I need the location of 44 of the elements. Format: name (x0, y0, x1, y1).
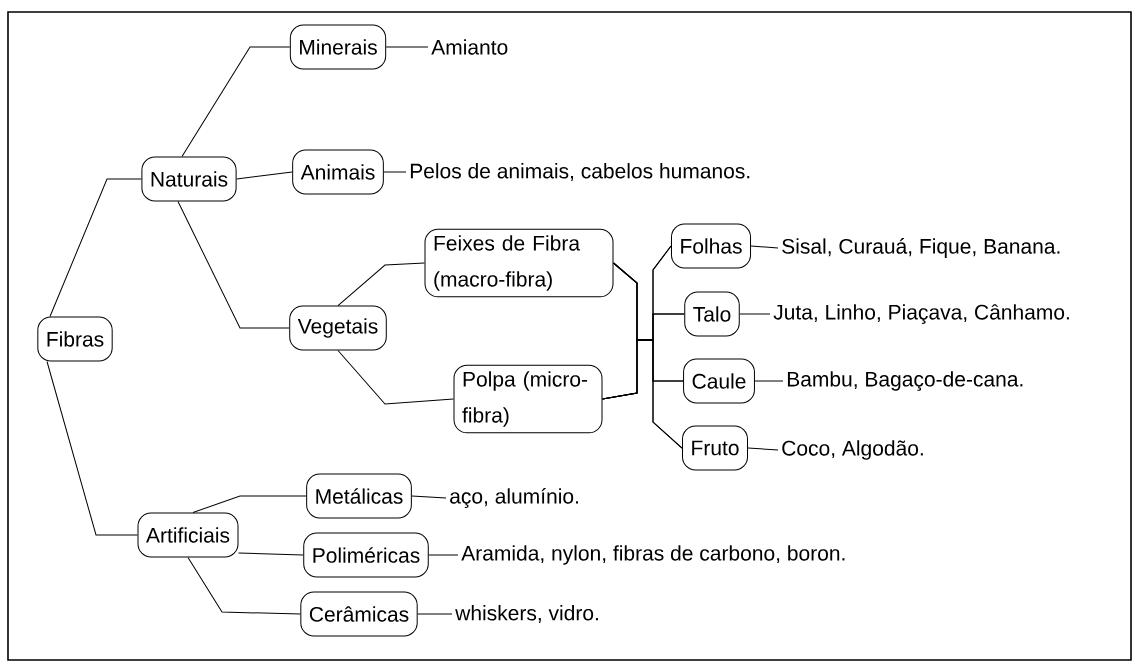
category-box: Poliméricas (303, 532, 429, 578)
connector-line (754, 380, 784, 382)
example-text: Coco, Algodão. (782, 440, 923, 460)
example-text: aço, alumínio. (450, 488, 578, 508)
example-text: Pelos de animais, cabelos humanos. (410, 163, 750, 181)
category-box: Naturais (141, 156, 237, 202)
connector-line (411, 495, 447, 499)
category-box: Fibras (37, 316, 113, 362)
connector-line (428, 554, 459, 556)
connector-line (187, 557, 301, 615)
category-box: Minerais (289, 24, 387, 70)
connector-line (417, 613, 453, 615)
category-box: Vegetais (289, 305, 387, 351)
category-box: Cerâmicas (300, 591, 418, 637)
connector-line (236, 171, 293, 180)
connector-line (750, 245, 779, 249)
category-box: Folhas (671, 223, 751, 269)
category-box: Animais (292, 149, 384, 195)
connector-line (49, 178, 142, 317)
connector-line (46, 361, 138, 536)
connector-line (337, 262, 425, 306)
connector-line (181, 46, 291, 157)
category-box: Fruto (682, 425, 748, 471)
category-box: Feixes de Fibra (macro-fibra) (424, 228, 614, 298)
example-text: whiskers, vidro. (455, 605, 598, 623)
example-text: Juta, Linho, Piaçava, Cânhamo. (773, 304, 1069, 324)
category-box: Talo (684, 291, 740, 337)
connector-line (739, 313, 771, 315)
example-text: Amianto (431, 39, 508, 55)
example-text: Aramida, nylon, fibras de carbono, boron. (461, 545, 845, 565)
connector-line (177, 201, 290, 329)
connector-line (337, 350, 454, 405)
connector-line (602, 339, 683, 449)
category-box: Caule (683, 358, 755, 404)
connector-line (192, 495, 307, 513)
category-box: Polpa (micro-fibra) (453, 364, 603, 434)
example-text: Bambu, Bagaço-de-cana. (787, 371, 1023, 391)
category-box: Artificiais (137, 512, 239, 558)
connector-line (383, 171, 407, 173)
connector-line (385, 46, 429, 48)
example-text: Sisal, Curauá, Fique, Banana. (782, 238, 1060, 258)
category-box: Metálicas (306, 473, 412, 519)
connector-line (747, 447, 779, 451)
connector-line (238, 552, 304, 556)
